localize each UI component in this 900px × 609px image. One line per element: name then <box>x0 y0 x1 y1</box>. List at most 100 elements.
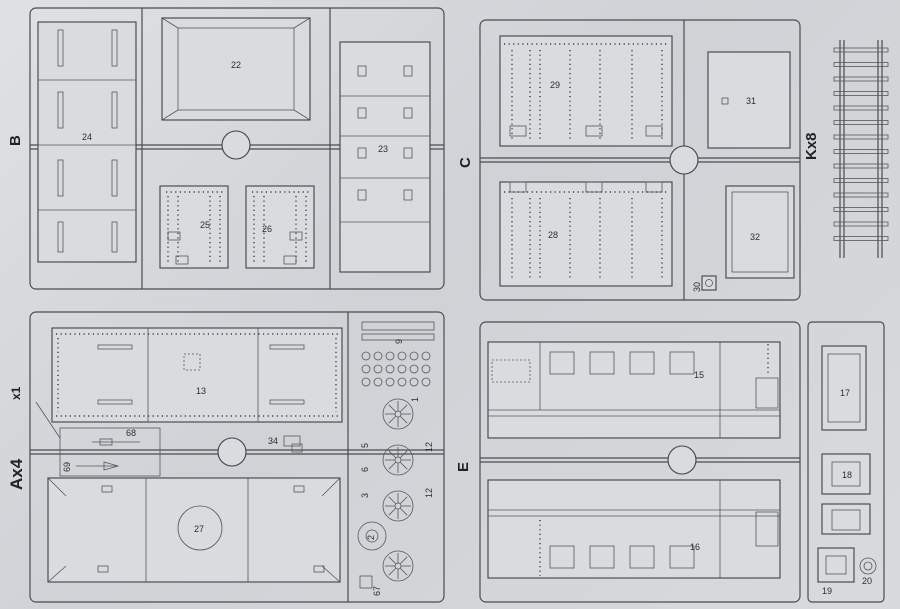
part-number: 29 <box>550 80 560 90</box>
sprue-k: Kx8 <box>803 40 889 258</box>
part-number: 16 <box>690 542 700 552</box>
part-15: 15 <box>487 341 781 439</box>
sprue-k-part <box>833 236 889 241</box>
part-number: 25 <box>200 220 210 230</box>
sprue-label-b: B <box>7 135 24 146</box>
sprue-c: 29 28 31 32 <box>457 19 801 301</box>
small-part <box>397 351 407 361</box>
sprue-label-a: Ax4 <box>7 458 26 490</box>
part-number: 3 <box>360 493 370 498</box>
part-number: 23 <box>378 144 388 154</box>
sprue-hub <box>667 445 697 475</box>
sprue-k-part <box>833 163 889 169</box>
small-part <box>409 351 419 361</box>
part-number: 19 <box>822 586 832 596</box>
part-number: 6 <box>360 467 370 472</box>
small-part <box>397 377 407 387</box>
part-16: 16 <box>487 479 781 579</box>
part-number: 67 <box>372 586 382 596</box>
part-26: 26 <box>245 185 315 269</box>
sprue-k-part <box>833 76 889 82</box>
sprue-label-e: E <box>455 462 472 472</box>
sprue-k-part <box>833 192 889 198</box>
part-number: 26 <box>262 224 272 234</box>
part-25: 25 <box>159 185 229 269</box>
small-part <box>421 351 431 361</box>
part-28: 28 <box>499 181 673 287</box>
small-part <box>385 351 395 361</box>
sprue-b: 24 22 23 <box>7 7 445 290</box>
part-number: 30 <box>692 282 702 292</box>
part-68-69: 68 69 x1 <box>9 386 161 477</box>
sprue-label-k: Kx8 <box>803 132 820 160</box>
small-part <box>385 377 395 387</box>
part-30: 30 <box>692 275 717 292</box>
sprue-k-part <box>833 47 889 53</box>
wheel-part <box>382 490 414 522</box>
wheel-part <box>382 398 414 430</box>
part-number: 34 <box>268 436 278 446</box>
sprue-hub <box>669 145 699 175</box>
sprue-k-part <box>833 149 889 154</box>
small-part <box>373 377 383 387</box>
part-20: 20 <box>859 557 877 586</box>
small-part <box>409 364 419 374</box>
part-number: 13 <box>196 386 206 396</box>
callout-label: x1 <box>9 386 23 400</box>
small-part <box>421 364 431 374</box>
sprue-k-part <box>833 91 889 96</box>
small-part <box>361 351 371 361</box>
small-part <box>421 377 431 387</box>
part-22: 22 <box>161 17 311 121</box>
part-17: 17 <box>821 345 867 431</box>
part-number: 28 <box>548 230 558 240</box>
part-23: 23 <box>339 41 431 273</box>
part-13: 13 <box>51 327 343 423</box>
wheel-part <box>382 444 414 476</box>
sprue-k-part <box>833 62 889 67</box>
small-part <box>361 377 371 387</box>
sprue-hub <box>221 130 251 160</box>
part-number: 18 <box>842 470 852 480</box>
part-number: 15 <box>694 370 704 380</box>
small-part <box>409 377 419 387</box>
sprue-a: 13 68 69 x1 34 <box>7 311 445 603</box>
part-number: 12 <box>424 488 434 498</box>
part-number: 68 <box>126 428 136 438</box>
part-number: 32 <box>750 232 760 242</box>
part-number: 69 <box>62 462 72 472</box>
part-number: 1 <box>410 397 420 402</box>
sprue-e: 15 16 17 18 1 <box>455 321 885 603</box>
part-27: 27 <box>47 477 341 583</box>
part-number: 17 <box>840 388 850 398</box>
part-number: 9 <box>394 339 404 344</box>
part-number: 27 <box>194 524 204 534</box>
sprue-hub <box>217 437 247 467</box>
small-part <box>397 364 407 374</box>
sprue-k-part <box>833 221 889 227</box>
sprue-k-part <box>833 105 889 111</box>
part-19: 19 <box>817 547 855 596</box>
sprue-label-c: C <box>457 157 474 168</box>
small-part <box>373 351 383 361</box>
part-number: 12 <box>424 442 434 452</box>
part-number: 31 <box>746 96 756 106</box>
small-part <box>373 364 383 374</box>
wheel-part <box>382 550 414 582</box>
small-part <box>385 364 395 374</box>
part-34: 34 <box>268 435 303 453</box>
part-number: 22 <box>231 60 241 70</box>
part-number: 2 <box>366 535 376 540</box>
part-number: 5 <box>360 443 370 448</box>
sprue-k-part <box>833 178 889 183</box>
part-31: 31 <box>707 51 791 149</box>
part-29: 29 <box>499 35 673 147</box>
part-24: 24 <box>37 21 137 263</box>
part-number: 24 <box>82 132 92 142</box>
small-parts: 9 5 6 3 2 67 1 12 12 <box>357 321 435 596</box>
part-18: 18 <box>821 453 871 495</box>
part-number: 20 <box>862 576 872 586</box>
small-part <box>361 364 371 374</box>
